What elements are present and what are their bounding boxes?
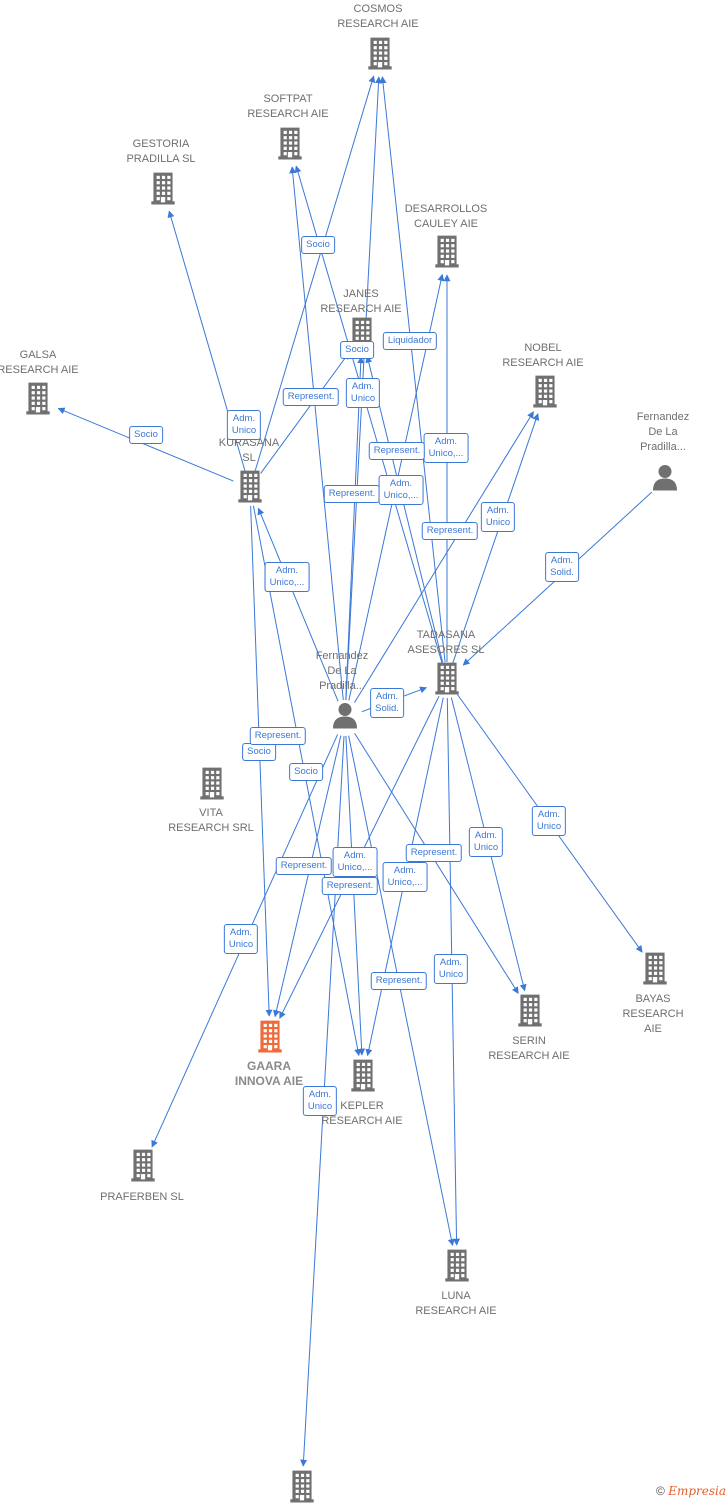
edge-fernandez_center-to-janes (345, 356, 365, 701)
edge-label-fernandez_center-janes[interactable]: Adm. Unico (345, 378, 381, 408)
edge-fernandez_center-to-nobel (354, 411, 534, 703)
edge-label-tadasana-nobel[interactable]: Adm. Unico (480, 502, 516, 532)
edge-kurasana-to-galsa (57, 407, 234, 482)
edge-fernandez_center-to-softpat (289, 166, 344, 701)
node-label-gaara[interactable]: GAARA INNOVA AIE (234, 1059, 304, 1088)
building-icon-kepler[interactable] (350, 1058, 376, 1097)
person-icon-fernandez_center[interactable] (330, 701, 360, 736)
edge-label-fernandez_center-praferben[interactable]: Adm. Unico (223, 924, 259, 954)
node-label-desarrollos[interactable]: DESARROLLOS CAULEY AIE (404, 203, 488, 230)
building-icon-vita[interactable] (199, 766, 225, 805)
edge-label-tadasana-desarrollos[interactable]: Adm. Unico,... (423, 433, 469, 463)
edge-label-tadasana-janes[interactable]: Represent. (368, 442, 426, 460)
edge-tadasana-to-janes (365, 355, 444, 663)
building-icon-softpat[interactable] (277, 126, 303, 165)
edge-label-tadasana-gaara[interactable]: Represent. (275, 857, 333, 875)
edge-label-fernandez_center-kurasana[interactable]: Adm. Unico,... (264, 562, 310, 592)
edge-fernandez_center-to-kepler (345, 735, 366, 1056)
edge-label-kurasana-galsa[interactable]: Socio (129, 426, 163, 444)
person-icon-fernandez_right[interactable] (650, 463, 680, 498)
node-label-luna[interactable]: LUNA RESEARCH AIE (415, 1290, 497, 1317)
building-icon-desarrollos[interactable] (434, 234, 460, 273)
edge-fernandez_center-to-luna (348, 735, 455, 1247)
building-icon-serin[interactable] (517, 993, 543, 1032)
edge-label-fernandez_center-nobel[interactable]: Represent. (421, 522, 479, 540)
building-icon-luna[interactable] (444, 1248, 470, 1287)
footer: © Empresia (656, 1484, 726, 1498)
edge-fernandez_center-to-gaara (273, 735, 342, 1018)
edge-label-tadasana-softpat[interactable]: Socio (242, 743, 276, 761)
edge-kurasana-to-janes (260, 352, 350, 474)
building-icon-gaara[interactable] (257, 1019, 283, 1058)
copyright-symbol: © (656, 1484, 665, 1498)
node-label-fernandez_center[interactable]: Fernandez De La Pradilla... (315, 650, 369, 692)
node-label-tadasana[interactable]: TADASANA ASESORES SL (407, 629, 485, 656)
edge-label-fernandez_center-desarrollos[interactable]: Represent. (323, 485, 381, 503)
edge-label-extra-1[interactable]: Socio (340, 341, 374, 359)
edge-kurasana-to-cosmos (254, 75, 376, 471)
building-icon-nobel[interactable] (532, 374, 558, 413)
node-label-cosmos[interactable]: COSMOS RESEARCH AIE (337, 3, 419, 30)
edge-label-fernandez_center-kepler[interactable]: Adm. Unico,... (382, 862, 428, 892)
edge-tadasana-to-nobel (452, 413, 540, 664)
node-label-serin[interactable]: SERIN RESEARCH AIE (488, 1035, 570, 1062)
edge-label-fernandez_center-tadasana[interactable]: Adm. Solid. (370, 688, 404, 718)
edge-label-kurasana-gestoria[interactable]: Adm. Unico (226, 410, 262, 440)
node-label-gestoria[interactable]: GESTORIA PRADILLA SL (126, 138, 196, 165)
edge-kurasana-to-gaara (250, 505, 273, 1017)
edge-label-fernandez_center-luna[interactable]: Adm. Unico,... (378, 475, 424, 505)
brand-logo: Empresia (668, 1484, 726, 1498)
edge-label-extra-4[interactable]: Adm. Unico,... (332, 847, 378, 877)
edge-label-tadasana-serin[interactable]: Adm. Unico (468, 827, 504, 857)
edge-label-kurasana-cosmos[interactable]: Socio (301, 236, 335, 254)
node-label-kurasana[interactable]: KURASANA SL (218, 437, 280, 464)
building-icon-cosmos[interactable] (367, 36, 393, 75)
edge-label-extra-0[interactable]: Liquidador (382, 332, 438, 350)
edge-label-fernandez_center-gaara[interactable]: Socio (289, 763, 323, 781)
node-label-softpat[interactable]: SOFTPAT RESEARCH AIE (247, 93, 329, 120)
node-label-nobel[interactable]: NOBEL RESEARCH AIE (502, 342, 584, 369)
node-label-kepler[interactable]: KEPLER RESEARCH AIE (321, 1100, 403, 1127)
node-label-fernandez_right[interactable]: Fernandez De La Pradilla... (636, 411, 690, 453)
node-label-janes[interactable]: JANES RESEARCH AIE (320, 288, 402, 315)
building-icon-bayas[interactable] (642, 951, 668, 990)
edge-label-kurasana-janes[interactable]: Represent. (282, 388, 340, 406)
node-label-praferben[interactable]: PRAFERBEN SL (100, 1191, 184, 1203)
edge-label-tadasana-luna[interactable]: Adm. Unico (433, 954, 469, 984)
edge-fernandez_center-to-kurasana (257, 507, 339, 702)
edge-label-fernandez_center-serin[interactable]: Represent. (405, 844, 463, 862)
edge-label-tadasana-kepler[interactable]: Represent. (370, 972, 428, 990)
edge-tadasana-to-cosmos (379, 76, 446, 663)
edge-label-fernandez_right-tadasana[interactable]: Adm. Solid. (545, 552, 579, 582)
building-icon-gestoria[interactable] (150, 171, 176, 210)
building-icon-praferben[interactable] (130, 1148, 156, 1187)
edge-label-extra-3[interactable]: Represent. (321, 877, 379, 895)
building-icon-bottom[interactable] (289, 1469, 315, 1508)
node-label-bayas[interactable]: BAYAS RESEARCH AIE (622, 993, 684, 1035)
edge-label-tadasana-bayas[interactable]: Adm. Unico (531, 806, 567, 836)
node-label-galsa[interactable]: GALSA RESEARCH AIE (0, 349, 79, 376)
edge-fernandez_center-to-serin (354, 732, 519, 994)
node-label-vita[interactable]: VITA RESEARCH SRL (168, 807, 254, 834)
building-icon-tadasana[interactable] (434, 661, 460, 700)
edge-label-extra-2[interactable]: Represent. (249, 727, 307, 745)
building-icon-galsa[interactable] (25, 381, 51, 420)
edge-label-fernandez_center-bottom[interactable]: Adm. Unico (302, 1086, 338, 1116)
building-icon-kurasana[interactable] (237, 469, 263, 508)
